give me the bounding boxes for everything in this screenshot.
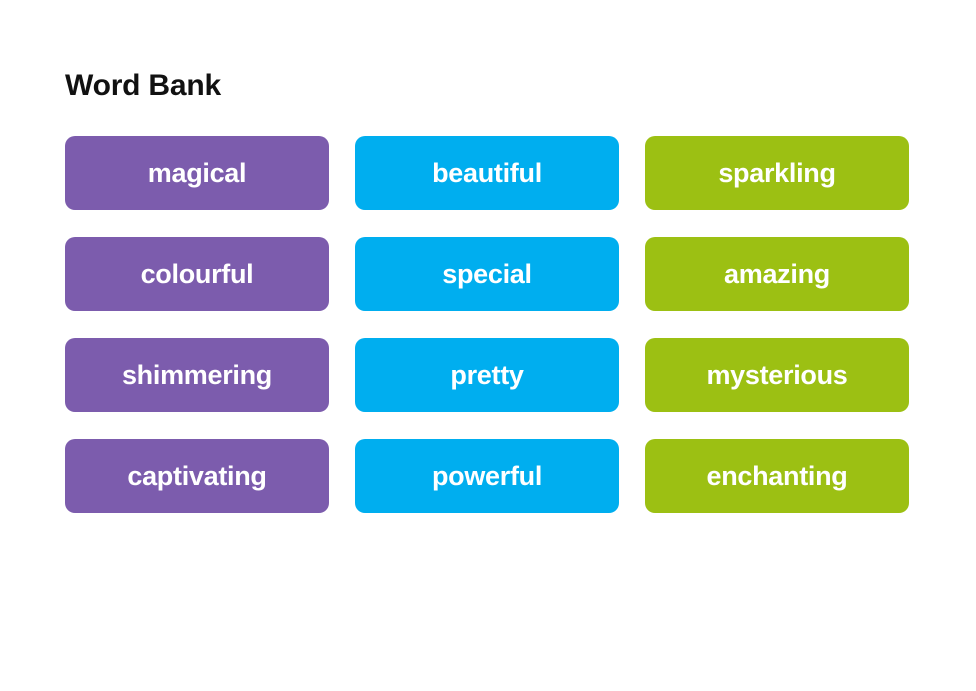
word-chip-beautiful[interactable]: beautiful <box>355 136 619 210</box>
word-chip-amazing[interactable]: amazing <box>645 237 909 311</box>
word-chip-sparkling[interactable]: sparkling <box>645 136 909 210</box>
word-chip-powerful[interactable]: powerful <box>355 439 619 513</box>
word-chip-mysterious[interactable]: mysterious <box>645 338 909 412</box>
word-chip-pretty[interactable]: pretty <box>355 338 619 412</box>
word-chip-magical[interactable]: magical <box>65 136 329 210</box>
page-title: Word Bank <box>65 69 221 102</box>
word-chip-colourful[interactable]: colourful <box>65 237 329 311</box>
word-chip-special[interactable]: special <box>355 237 619 311</box>
word-chip-shimmering[interactable]: shimmering <box>65 338 329 412</box>
word-bank-grid: magical beautiful sparkling colourful sp… <box>65 136 909 513</box>
word-chip-captivating[interactable]: captivating <box>65 439 329 513</box>
word-chip-enchanting[interactable]: enchanting <box>645 439 909 513</box>
